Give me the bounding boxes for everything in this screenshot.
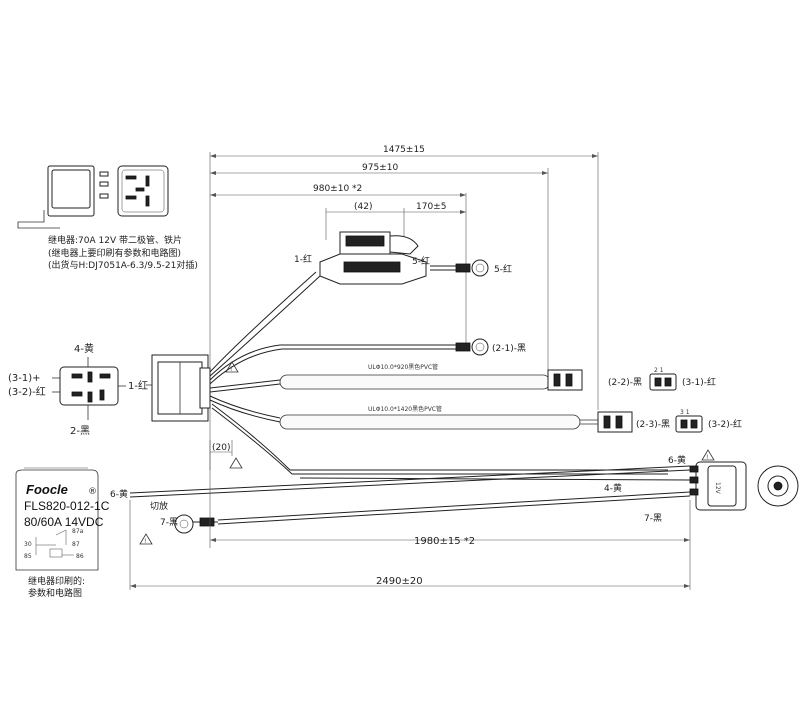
dim-20: (20) bbox=[212, 443, 230, 453]
svg-text:3 1: 3 1 bbox=[680, 409, 690, 416]
pin-3-1-plus: (3-1)+ bbox=[8, 373, 41, 384]
conn-3-2-red: (3-2)-红 bbox=[708, 418, 742, 430]
label-6-yellow-right: 6-黄 bbox=[668, 454, 686, 466]
label-6-yellow-left: 6-黄 bbox=[110, 488, 128, 500]
relay-socket bbox=[146, 354, 211, 422]
rocker-switch bbox=[689, 461, 799, 511]
conn-2-3-black: (2-3)-黑 bbox=[636, 419, 670, 430]
pin-3-2-red: (3-2)-红 bbox=[8, 385, 46, 398]
label-2-1-black: (2-1)-黑 bbox=[492, 343, 526, 354]
wires bbox=[129, 265, 691, 525]
relay-note-line2: (继电器上要印刷有参数和电路图) bbox=[48, 247, 181, 259]
svg-text:2 1: 2 1 bbox=[654, 367, 664, 374]
conn-2-2-black: (2-2)-黑 bbox=[608, 377, 642, 388]
dim-980: 980±10 *2 bbox=[313, 184, 362, 194]
warning-triangle-icon bbox=[139, 361, 715, 545]
conn-3-1-red: (3-1)-红 bbox=[682, 376, 716, 388]
fuse-holder bbox=[319, 231, 427, 285]
relay-rating: 80/60A 14VDC bbox=[24, 515, 104, 529]
warn-mark-2: ! bbox=[144, 538, 146, 545]
label-5-red-ring: 5-红 bbox=[494, 263, 512, 275]
pin-85: 85 bbox=[24, 553, 32, 560]
pin-1-red: 1-红 bbox=[128, 379, 148, 392]
relay-pinout bbox=[52, 357, 126, 420]
relay-note-line3: (出货与H:DJ7051A-6.3/9.5-21对插) bbox=[48, 259, 198, 271]
dimension-lines bbox=[209, 152, 599, 470]
relay-caption-1: 继电器印刷的: bbox=[28, 575, 85, 587]
pin-86: 86 bbox=[76, 553, 84, 560]
warn-mark-1: ! bbox=[230, 366, 232, 373]
label-1-red: 1-红 bbox=[294, 253, 312, 265]
label-5-red-fuse: 5-红 bbox=[412, 255, 430, 267]
dim-975: 975±10 bbox=[362, 163, 398, 173]
ring-terminal-7 bbox=[174, 514, 215, 534]
relay-illustration bbox=[17, 165, 169, 229]
pvc-tube-1 bbox=[279, 369, 583, 391]
tube-1-label: ULΦ10.0*920黑色PVC管 bbox=[368, 363, 438, 371]
label-7-black-left: 7-黑 bbox=[160, 517, 178, 528]
pin-87: 87 bbox=[72, 541, 80, 548]
ring-terminal-5 bbox=[455, 259, 489, 277]
connector-symbol-bottom: 3 1 bbox=[675, 409, 703, 433]
relay-brand: Foocle bbox=[26, 482, 68, 497]
label-4-yellow: 4-黄 bbox=[604, 482, 622, 494]
relay-note-line1: 继电器:70A 12V 带二极管、铁片 bbox=[48, 234, 182, 246]
relay-caption-2: 参数和电路图 bbox=[28, 587, 82, 599]
pin-2-black: 2-黑 bbox=[70, 425, 90, 437]
tube-2-label: ULΦ10.0*1420黑色PVC管 bbox=[368, 405, 442, 413]
label-7-black-right: 7-黑 bbox=[644, 513, 662, 524]
relay-model: FLS820-012-1C bbox=[24, 499, 110, 513]
label-cut-mark: 切放 bbox=[150, 500, 168, 512]
relay-label-box bbox=[15, 467, 99, 571]
bottom-dimensions bbox=[129, 440, 691, 590]
connector-symbol-top: 2 1 bbox=[649, 367, 677, 391]
pvc-tube-2 bbox=[279, 411, 633, 433]
pin-30: 30 bbox=[24, 541, 32, 548]
warn-mark-3: ! bbox=[706, 454, 708, 461]
pin-87a: 87a bbox=[72, 528, 84, 535]
registered-icon: ® bbox=[88, 487, 97, 497]
dim-1980: 1980±15 *2 bbox=[414, 536, 475, 547]
pin-4-yellow: 4-黄 bbox=[74, 342, 94, 355]
dim-1475: 1475±15 bbox=[383, 145, 425, 155]
switch-voltage: 12V bbox=[714, 482, 721, 495]
dim-42: (42) bbox=[354, 202, 372, 212]
dim-170: 170±5 bbox=[416, 202, 446, 212]
ring-terminal-2-1 bbox=[455, 338, 489, 356]
dim-2490: 2490±20 bbox=[376, 576, 423, 587]
